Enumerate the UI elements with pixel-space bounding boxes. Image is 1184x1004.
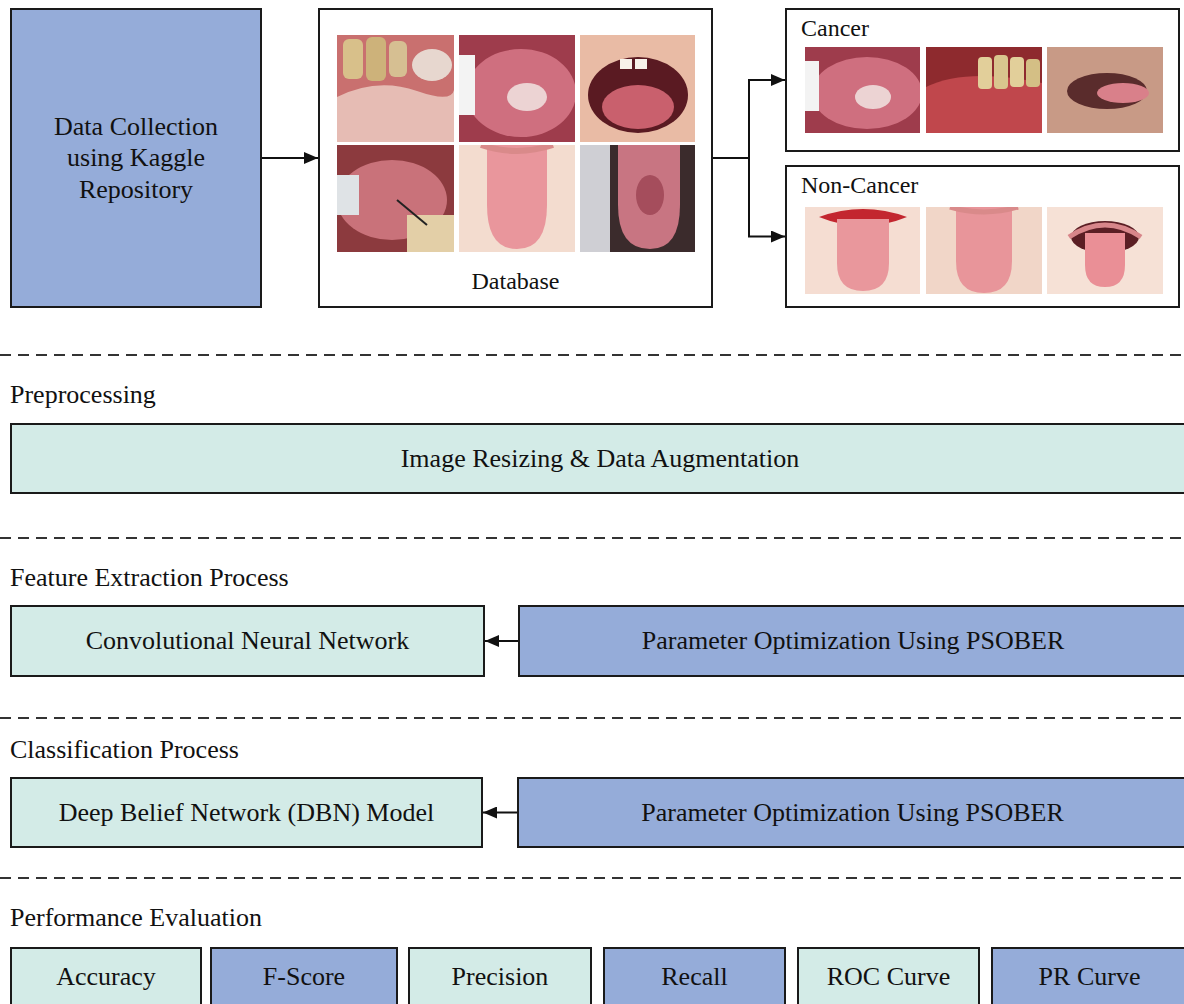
node-text: Precision xyxy=(452,961,549,992)
node-text: Cancer xyxy=(801,14,869,43)
class-panel: Non-Cancer xyxy=(785,165,1180,308)
healthy-photo xyxy=(805,207,920,294)
oral-photo xyxy=(588,57,688,133)
class-panel: Cancer xyxy=(785,8,1180,152)
arrow-connector xyxy=(483,812,517,814)
cancer-photo xyxy=(1010,57,1024,87)
node-text: Database xyxy=(472,267,560,296)
source-box: Data Collection using Kaggle Repository xyxy=(10,8,262,308)
oral-photo xyxy=(337,175,359,215)
node-text: Image Resizing & Data Augmentation xyxy=(401,443,800,474)
oral-photo xyxy=(580,35,695,142)
oral-photo xyxy=(459,35,576,142)
oral-photo xyxy=(337,35,454,142)
cancer-photo xyxy=(1097,83,1149,103)
healthy-photo xyxy=(1069,225,1141,237)
metric-box: F-Score xyxy=(210,947,398,1004)
cancer-photo xyxy=(1047,47,1163,133)
oral-photo xyxy=(481,145,553,151)
healthy-photo xyxy=(926,207,1042,294)
section-label: Performance Evaluation xyxy=(10,902,262,933)
cancer-photo xyxy=(812,57,922,129)
oral-photo xyxy=(412,49,452,81)
oral-photo xyxy=(507,83,547,111)
section-divider xyxy=(0,354,1184,356)
oral-photo xyxy=(620,59,632,69)
healthy-photo xyxy=(1047,207,1163,294)
metric-box: PR Curve xyxy=(991,947,1184,1004)
healthy-photo xyxy=(837,219,889,291)
oral-photo xyxy=(407,215,454,252)
section-divider xyxy=(0,877,1184,879)
oral-photo xyxy=(466,49,576,137)
oral-photo xyxy=(636,175,664,215)
oral-photo xyxy=(459,145,575,252)
node-text: ROC Curve xyxy=(827,961,951,992)
oral-photo xyxy=(459,35,575,142)
oral-photo xyxy=(459,55,475,115)
section-label: Classification Process xyxy=(10,734,239,765)
metric-box: Precision xyxy=(408,947,592,1004)
arrow-connector xyxy=(713,80,785,158)
section-label: Feature Extraction Process xyxy=(10,562,289,593)
node-text: Data Collection using Kaggle Repository xyxy=(30,111,242,205)
cancer-photo xyxy=(978,57,992,89)
node-text: Deep Belief Network (DBN) Model xyxy=(59,797,434,828)
node-text: PR Curve xyxy=(1039,961,1141,992)
process-box: Deep Belief Network (DBN) Model xyxy=(10,777,483,848)
healthy-photo xyxy=(805,207,920,294)
cancer-photo xyxy=(805,47,922,133)
cancer-photo xyxy=(1026,59,1040,87)
oral-photo xyxy=(580,145,695,252)
cancer-photo xyxy=(994,55,1008,89)
healthy-photo xyxy=(1085,233,1125,287)
process-box: Convolutional Neural Network xyxy=(10,605,485,677)
section-divider xyxy=(0,537,1184,539)
node-text: Parameter Optimization Using PSOBER xyxy=(641,797,1063,828)
node-text: Parameter Optimization Using PSOBER xyxy=(642,625,1064,656)
optimizer-box: Parameter Optimization Using PSOBER xyxy=(518,605,1184,677)
oral-photo xyxy=(580,145,695,252)
oral-photo xyxy=(337,145,454,252)
cancer-photo xyxy=(926,47,1042,133)
node-text: F-Score xyxy=(263,961,345,992)
metric-box: Accuracy xyxy=(10,947,202,1004)
oral-photo xyxy=(580,145,610,252)
oral-photo xyxy=(487,145,547,249)
oral-photo xyxy=(389,41,407,77)
oral-photo xyxy=(580,35,695,142)
node-text: Recall xyxy=(661,961,727,992)
cancer-photo xyxy=(926,47,1042,133)
section-divider xyxy=(0,717,1184,719)
healthy-photo xyxy=(956,207,1012,293)
healthy-photo xyxy=(926,207,1042,294)
node-text: Accuracy xyxy=(56,961,156,992)
cancer-photo xyxy=(1047,47,1163,133)
section-label: Preprocessing xyxy=(10,379,156,410)
metric-box: Recall xyxy=(603,947,786,1004)
healthy-photo xyxy=(1047,207,1163,294)
oral-photo xyxy=(618,145,680,249)
node-text: Non-Cancer xyxy=(801,171,918,200)
oral-photo xyxy=(337,85,454,142)
healthy-photo xyxy=(950,207,1018,212)
oral-photo xyxy=(397,200,427,225)
arrow-connector xyxy=(713,158,785,237)
oral-photo xyxy=(602,85,674,129)
cancer-photo xyxy=(855,85,891,109)
database-panel: Database xyxy=(318,8,713,308)
oral-photo xyxy=(459,145,575,252)
oral-photo xyxy=(635,59,647,69)
process-band: Image Resizing & Data Augmentation xyxy=(10,423,1184,494)
oral-photo xyxy=(343,39,363,79)
node-text: Convolutional Neural Network xyxy=(86,625,410,656)
optimizer-box: Parameter Optimization Using PSOBER xyxy=(517,777,1184,848)
arrow-connector xyxy=(262,157,318,159)
cancer-photo xyxy=(805,61,819,111)
oral-photo xyxy=(366,37,386,81)
oral-photo xyxy=(337,145,454,252)
oral-photo xyxy=(337,35,454,142)
metric-box: ROC Curve xyxy=(797,947,980,1004)
arrow-connector xyxy=(485,640,518,642)
